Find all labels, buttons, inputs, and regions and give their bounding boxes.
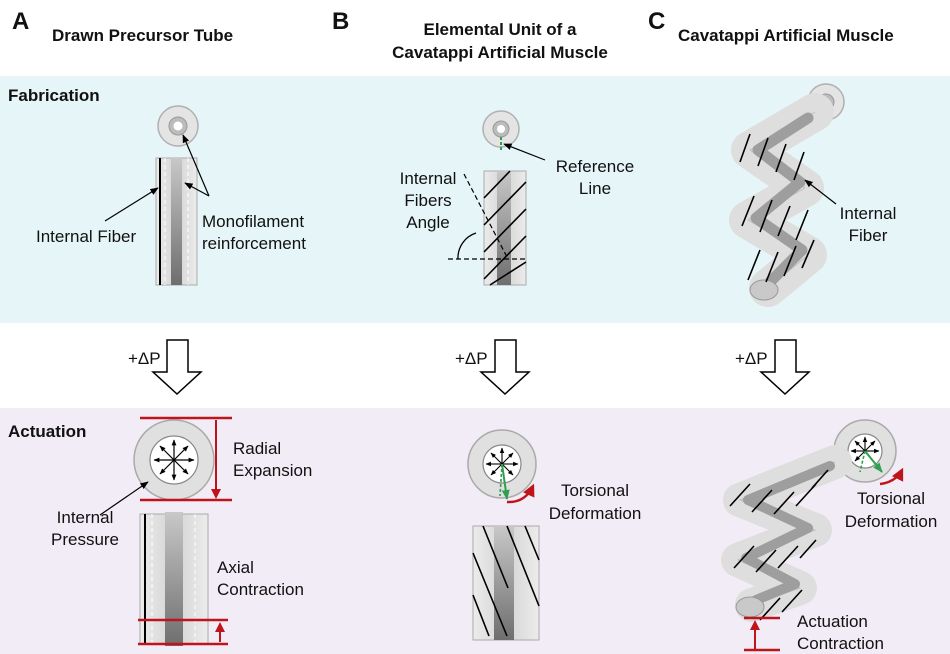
pressure-label-c: +ΔP <box>735 349 768 368</box>
torsion-arrow-b <box>506 483 535 504</box>
internal-fibers <box>483 170 527 286</box>
pressure-arrows-radial <box>153 439 195 481</box>
internal-pressure-pointer <box>99 481 149 516</box>
panel-a-actuation <box>99 416 232 646</box>
panel-a-letter: A <box>12 8 30 35</box>
twisted-fibers <box>472 525 540 637</box>
contracted-helix-end <box>735 596 765 618</box>
panel-a-title: Drawn Precursor Tube <box>52 26 234 45</box>
panel-c-letter: C <box>648 8 666 35</box>
monofilament-label-line2: reinforcement <box>202 234 306 253</box>
monofilament-pointer-side <box>184 182 210 197</box>
helix-fiber-label-line2: Fiber <box>848 226 888 245</box>
panel-b-title-line2: Cavatappi Artificial Muscle <box>392 43 608 62</box>
axial-label-line2: Contraction <box>217 580 304 599</box>
helix-fiber-label-line1: Internal <box>839 204 897 223</box>
torsion-arrow-c <box>879 467 904 486</box>
panel-c-fabrication <box>729 83 845 307</box>
reference-line-label-line1: Reference <box>555 157 635 176</box>
helix-end <box>749 279 779 301</box>
twisted-unit-core <box>494 526 514 640</box>
torsion-b-label-line2: Deformation <box>548 504 642 523</box>
reference-line-pointer <box>503 143 546 161</box>
monofilament-pointer-top <box>182 134 210 197</box>
helix-fibers <box>739 133 815 283</box>
helix-fiber-pointer <box>804 179 837 205</box>
radial-label-line2: Expansion <box>233 461 313 480</box>
pressure-label-a: +ΔP <box>128 349 161 368</box>
original-reference-line <box>499 463 503 497</box>
radial-label-line1: Radial <box>233 439 282 458</box>
fibers-angle-label-line1: Internal <box>399 169 457 188</box>
torsion-c-label-line2: Deformation <box>844 512 938 531</box>
axial-label-line1: Axial <box>217 558 254 577</box>
angle-arc <box>457 232 477 260</box>
twisted-reference-line <box>501 463 510 500</box>
helix-actuation-label-line2: Contraction <box>797 634 884 653</box>
fibers-angle-label-line3: Angle <box>406 213 450 232</box>
reference-line-label-line2: Line <box>578 179 612 198</box>
pressure-arrow-a <box>151 339 203 396</box>
panel-b-actuation <box>467 429 540 641</box>
contracted-helix-fibers <box>729 469 829 621</box>
elemental-unit-core <box>497 171 511 285</box>
panel-c-title: Cavatappi Artificial Muscle <box>678 26 894 45</box>
helix-original-reference <box>859 450 866 473</box>
tube-lumen-center <box>173 121 183 131</box>
pressure-arrows-c <box>850 436 880 462</box>
internal-fiber-label: Internal Fiber <box>36 227 137 246</box>
monofilament-label-line1: Monofilament <box>202 212 305 231</box>
internal-fiber-pointer <box>104 187 159 222</box>
torsion-c-label-line1: Torsional <box>856 489 926 508</box>
actuation-label: Actuation <box>8 422 87 441</box>
fabrication-label: Fabrication <box>8 86 100 105</box>
pressure-arrow-c <box>759 339 811 396</box>
pressure-arrow-b <box>479 339 531 396</box>
panel-b-title-line1: Elemental Unit of a <box>423 20 577 39</box>
contracted-helix-core <box>741 461 835 605</box>
contracted-core <box>165 512 183 646</box>
helix-twisted-reference <box>864 450 883 473</box>
unit-lumen-center <box>497 125 505 133</box>
panel-c-actuation <box>721 419 904 652</box>
panel-b-letter: B <box>332 8 350 35</box>
internal-pressure-label-line1: Internal <box>56 508 114 527</box>
helix-actuation-label-line1: Actuation <box>797 612 868 631</box>
pressure-label-b: +ΔP <box>455 349 488 368</box>
pressure-arrows <box>151 339 811 396</box>
internal-pressure-label-line2: Pressure <box>50 530 120 549</box>
panel-a-fabrication <box>104 105 210 286</box>
torsion-b-label-line1: Torsional <box>560 481 630 500</box>
fibers-angle-label-line2: Fibers <box>404 191 452 210</box>
panel-b-fabrication <box>448 110 546 286</box>
tube-core <box>171 158 182 285</box>
pressure-arrows-b <box>485 447 519 476</box>
